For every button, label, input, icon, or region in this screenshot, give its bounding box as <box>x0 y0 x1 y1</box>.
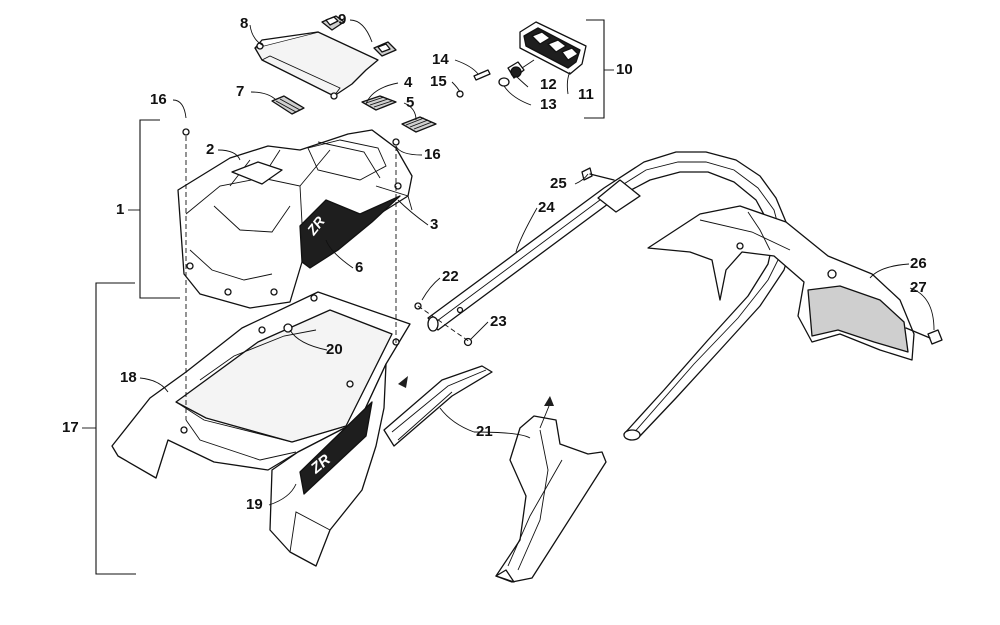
part-4-pad <box>361 95 397 111</box>
callout-20: 20 <box>326 341 343 358</box>
callout-22: 22 <box>442 268 459 285</box>
part-14-screw <box>473 69 491 81</box>
bracket-assembly-10 <box>584 19 605 119</box>
callout-4: 4 <box>404 74 413 91</box>
part-3-rear-edge <box>375 185 413 211</box>
callout-17: 17 <box>62 419 79 436</box>
part-16-screw-left <box>182 128 190 136</box>
callout-12: 12 <box>540 76 557 93</box>
part-5-pad <box>401 116 437 133</box>
part-21-lower-rail <box>495 415 607 583</box>
part-21-upper-rail <box>383 365 493 447</box>
arrow-marker-flap <box>544 396 554 406</box>
part-26-rear-fender <box>647 205 915 361</box>
callout-8: 8 <box>240 15 248 32</box>
callout-25: 25 <box>550 175 567 192</box>
part-9-clip-left <box>321 15 345 31</box>
callout-21: 21 <box>476 423 493 440</box>
callout-23: 23 <box>490 313 507 330</box>
callout-26: 26 <box>910 255 927 272</box>
callout-3: 3 <box>430 216 438 233</box>
callout-10: 10 <box>616 61 633 78</box>
part-9-clip-right <box>373 41 397 57</box>
callout-13: 13 <box>540 96 557 113</box>
callout-14: 14 <box>432 51 449 68</box>
part-16-screw-right <box>392 138 400 146</box>
part-12-bulb-socket <box>507 59 535 79</box>
callout-5: 5 <box>406 94 414 111</box>
callout-6: 6 <box>355 259 363 276</box>
part-23-nut <box>463 337 473 347</box>
callout-2: 2 <box>206 141 214 158</box>
callout-9: 9 <box>338 11 346 28</box>
part-8-storage-plate <box>254 31 379 100</box>
callout-27: 27 <box>910 279 927 296</box>
callout-19: 19 <box>246 496 263 513</box>
callout-labels: 1 2 3 4 5 6 7 8 9 10 11 12 13 14 15 16 1… <box>62 11 927 513</box>
alignment-lines <box>185 136 471 420</box>
part-11-taillight <box>519 21 587 75</box>
callout-11: 11 <box>578 86 594 103</box>
part-24-grab-bar <box>427 151 791 441</box>
arrow-marker-rail <box>398 376 408 388</box>
part-15-washer <box>456 90 464 98</box>
bracket-assembly-17 <box>95 282 136 575</box>
callout-7: 7 <box>236 83 244 100</box>
callout-16-left: 16 <box>150 91 167 108</box>
callout-24: 24 <box>538 199 555 216</box>
part-27-bolt <box>905 327 943 345</box>
part-13-bulb <box>498 77 510 87</box>
part-2-seat-hood <box>177 129 413 309</box>
callout-18: 18 <box>120 369 137 386</box>
bracket-assembly-1 <box>139 119 180 299</box>
part-25-bolt <box>581 167 615 181</box>
callout-16-right: 16 <box>424 146 441 163</box>
leader-lines <box>139 19 935 506</box>
part-7-pad <box>271 95 305 115</box>
part-19-side-panel: ZR <box>269 363 387 567</box>
callout-15: 15 <box>430 73 447 90</box>
callout-1: 1 <box>116 201 124 218</box>
